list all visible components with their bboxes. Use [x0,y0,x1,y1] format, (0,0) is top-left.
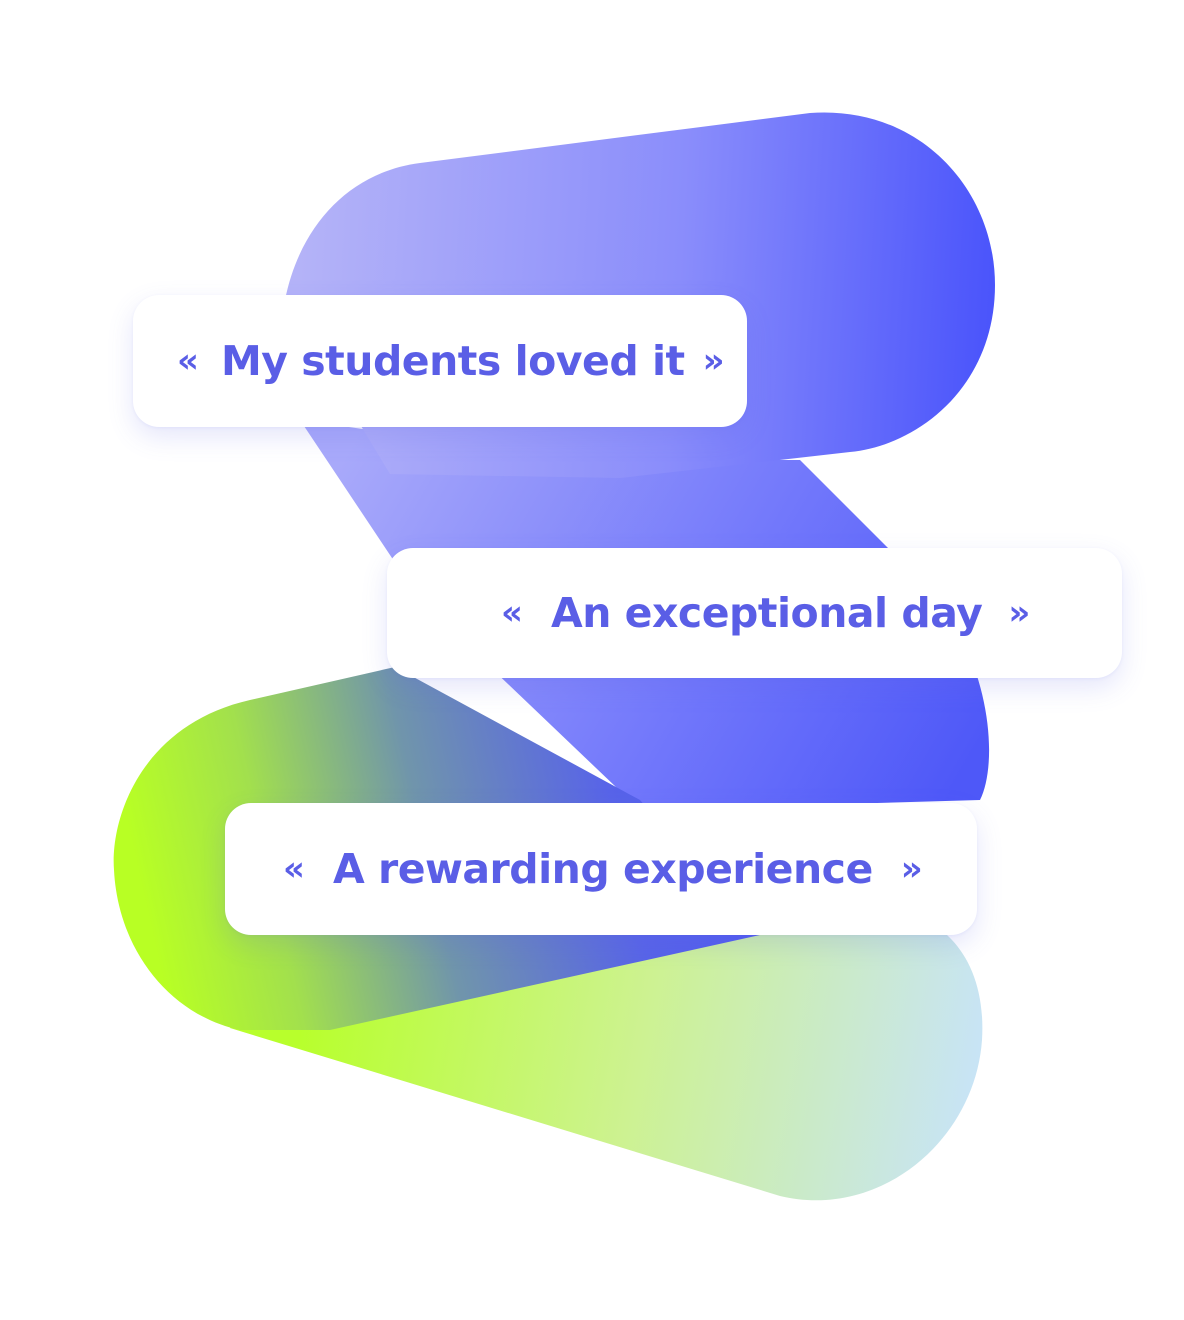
quote-text: A rewarding experience [332,844,873,893]
open-quote-mark: « [283,849,305,889]
quote-card-exceptional-day: « An exceptional day » [387,548,1122,678]
quote-text: An exceptional day [550,588,983,637]
quote-card-students-loved: « My students loved it » [133,295,747,427]
quote-card-rewarding-experience: « A rewarding experience » [225,803,977,935]
close-quote-mark: » [702,341,725,381]
quote-text: My students loved it [220,336,685,385]
close-quote-mark: » [1008,593,1031,633]
close-quote-mark: » [900,849,923,889]
open-quote-mark: « [501,593,523,633]
open-quote-mark: « [177,341,199,381]
